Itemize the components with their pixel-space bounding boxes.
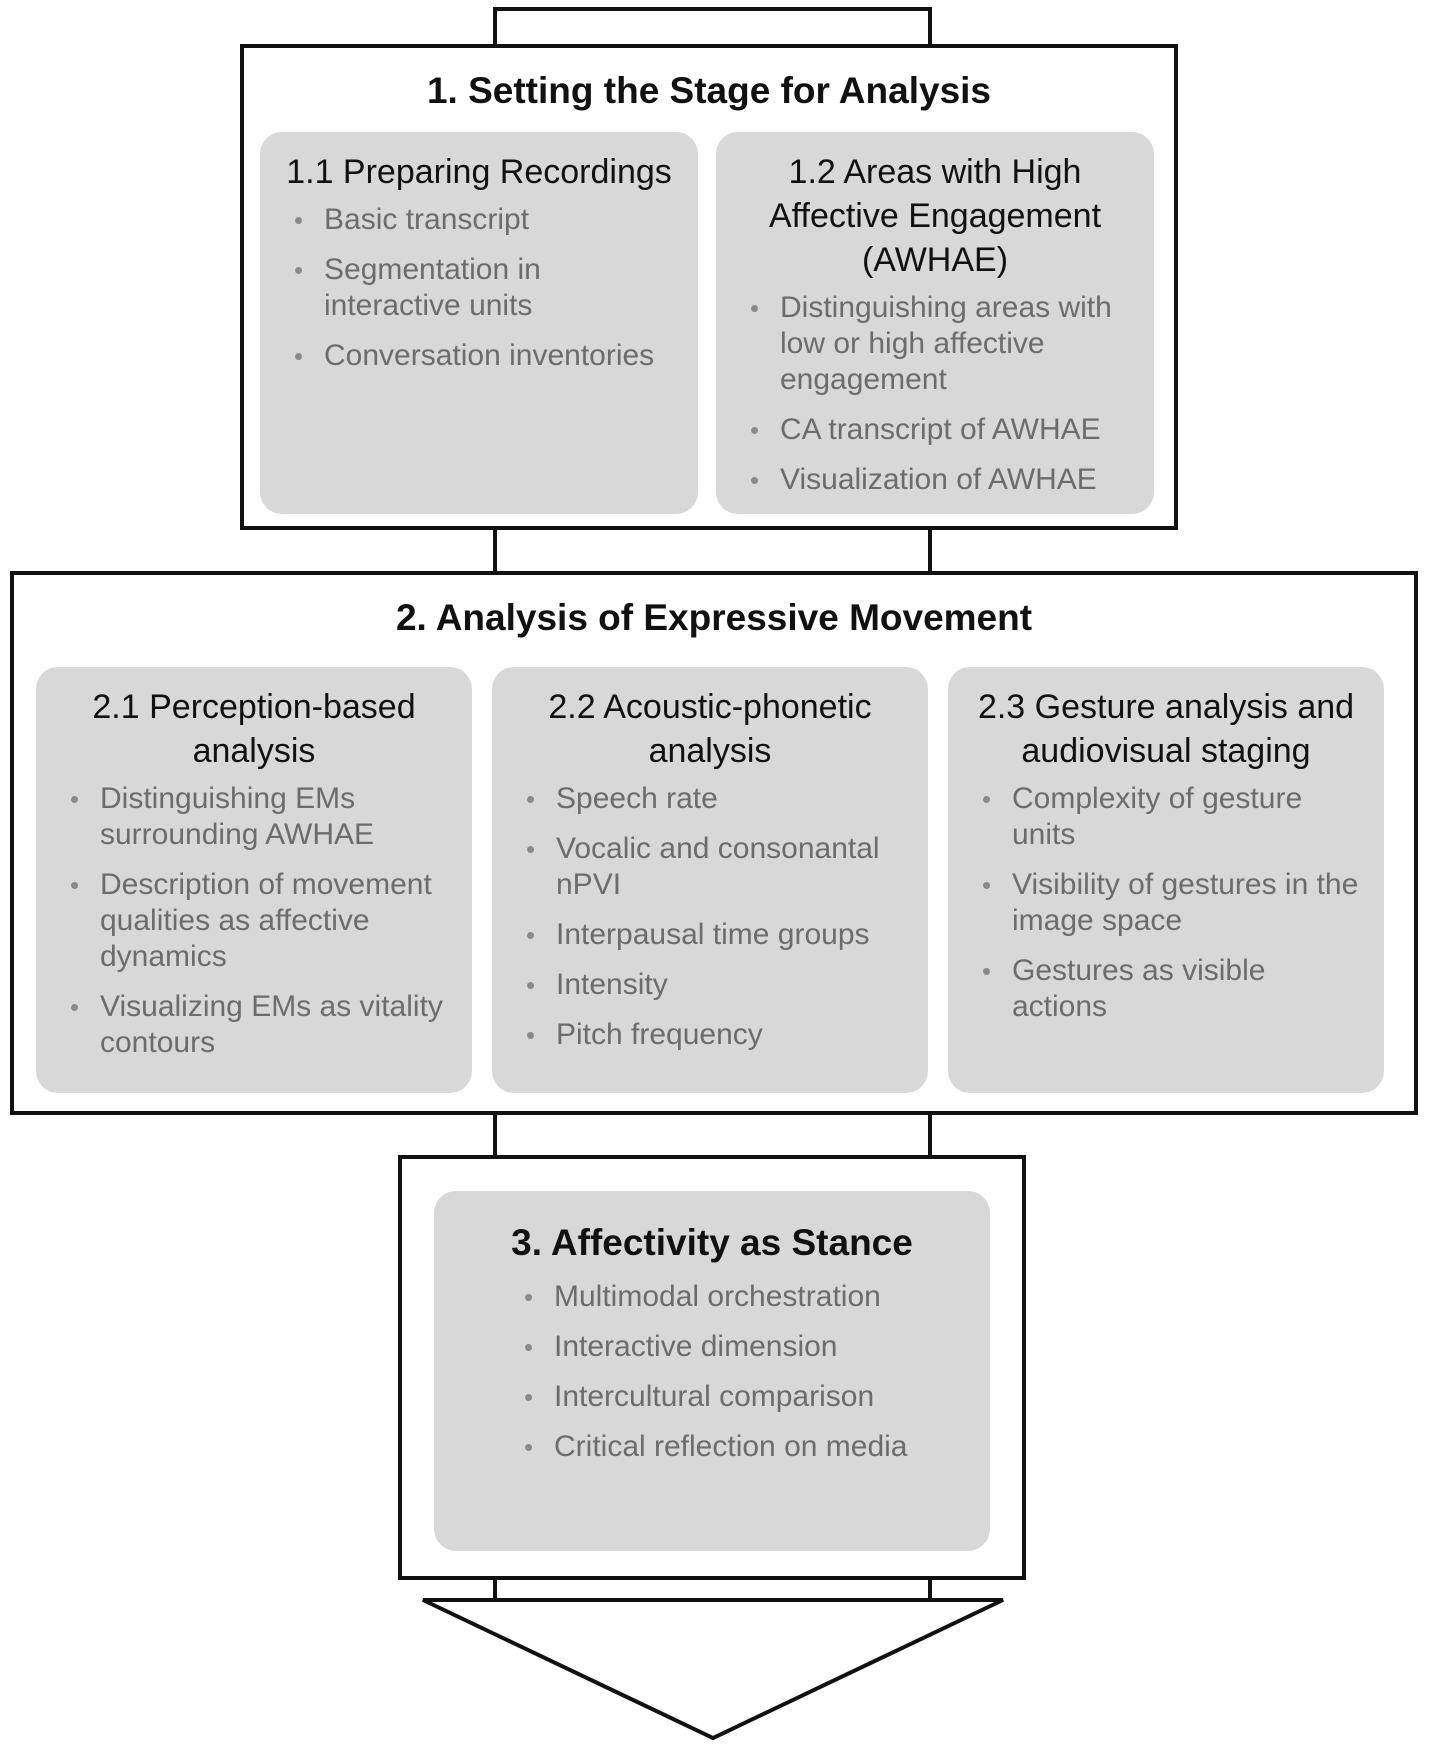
card-2-3-title: 2.3 Gesture analysis and audiovisual sta… xyxy=(977,688,1355,770)
card-2-2-list: •Speech rate •Vocalic and consonantal nP… xyxy=(512,781,908,1053)
card-1-2-title: 1.2 Areas with High Affective Engagement… xyxy=(768,153,1102,279)
bullet-dot-icon: • xyxy=(524,1282,534,1312)
list-item: •Intensity xyxy=(526,968,668,1001)
bullet-dot-icon: • xyxy=(526,970,536,1000)
bullet-dot-icon: • xyxy=(750,465,760,495)
card-2-3-list: •Complexity of gesture units •Visibility… xyxy=(968,781,1364,1025)
bullet-dot-icon: • xyxy=(982,784,992,814)
list-item: •Interpausal time groups xyxy=(526,918,870,951)
list-item: •Vocalic and consonantal nPVI xyxy=(526,832,880,901)
card-2-1: 2.1 Perception-based analysis •Distingui… xyxy=(36,667,472,1093)
card-3: 3. Affectivity as Stance •Multimodal orc… xyxy=(434,1191,990,1551)
bullet-dot-icon: • xyxy=(70,992,80,1022)
list-item: •Visualization of AWHAE xyxy=(750,463,1097,496)
bullet-dot-icon: • xyxy=(982,870,992,900)
list-item: •Segmentation in interactive units xyxy=(294,253,541,322)
bullet-dot-icon: • xyxy=(70,784,80,814)
list-item: •Complexity of gesture units xyxy=(982,782,1303,851)
bullet-dot-icon: • xyxy=(294,341,304,371)
stage-1-box: 1. Setting the Stage for Analysis 1.1 Pr… xyxy=(240,44,1178,530)
list-item: •Intercultural comparison xyxy=(524,1380,875,1413)
bullet-dot-icon: • xyxy=(982,956,992,986)
bullet-dot-icon: • xyxy=(294,255,304,285)
stage-1-title: 1. Setting the Stage for Analysis xyxy=(426,70,992,111)
bullet-dot-icon: • xyxy=(294,205,304,235)
list-item: •Visibility of gestures in the image spa… xyxy=(982,868,1359,937)
list-item: •Critical reflection on media xyxy=(524,1430,908,1463)
list-item: •Distinguishing EMs surrounding AWHAE xyxy=(70,782,375,851)
card-3-list: •Multimodal orchestration •Interactive d… xyxy=(454,1279,970,1465)
bullet-dot-icon: • xyxy=(524,1332,534,1362)
list-item: •Interactive dimension xyxy=(524,1330,838,1363)
list-item: •Distinguishing areas with low or high a… xyxy=(750,291,1112,396)
bullet-dot-icon: • xyxy=(524,1382,534,1412)
list-item: •Gestures as visible actions xyxy=(982,954,1266,1023)
list-item: •Conversation inventories xyxy=(294,339,655,372)
card-1-1-list: •Basic transcript •Segmentation in inter… xyxy=(280,202,678,374)
bullet-dot-icon: • xyxy=(526,1020,536,1050)
list-item: •Visualizing EMs as vitality contours xyxy=(70,990,443,1059)
list-item: •Description of movement qualities as af… xyxy=(70,868,432,973)
stage-2-title: 2. Analysis of Expressive Movement xyxy=(395,597,1033,638)
bullet-dot-icon: • xyxy=(524,1432,534,1462)
card-1-2-list: •Distinguishing areas with low or high a… xyxy=(736,290,1134,498)
list-item: •Speech rate xyxy=(526,782,718,815)
stage-2-box: 2. Analysis of Expressive Movement 2.1 P… xyxy=(10,571,1418,1115)
card-2-3: 2.3 Gesture analysis and audiovisual sta… xyxy=(948,667,1384,1093)
list-item: •Multimodal orchestration xyxy=(524,1280,881,1313)
card-1-2: 1.2 Areas with High Affective Engagement… xyxy=(716,132,1154,514)
stage-3-title: 3. Affectivity as Stance xyxy=(511,1222,913,1263)
bullet-dot-icon: • xyxy=(526,920,536,950)
card-2-2: 2.2 Acoustic-phonetic analysis •Speech r… xyxy=(492,667,928,1093)
card-2-1-list: •Distinguishing EMs surrounding AWHAE •D… xyxy=(56,781,452,1061)
top-connector xyxy=(493,7,932,44)
card-1-1-title: 1.1 Preparing Recordings xyxy=(286,153,672,191)
list-item: •Pitch frequency xyxy=(526,1018,763,1051)
list-item: •Basic transcript xyxy=(294,203,530,236)
bullet-dot-icon: • xyxy=(526,784,536,814)
bullet-dot-icon: • xyxy=(70,870,80,900)
card-2-1-title: 2.1 Perception-based analysis xyxy=(92,688,416,770)
bullet-dot-icon: • xyxy=(750,415,760,445)
down-arrow xyxy=(422,1598,1004,1741)
list-item: •CA transcript of AWHAE xyxy=(750,413,1101,446)
card-1-1: 1.1 Preparing Recordings •Basic transcri… xyxy=(260,132,698,514)
bullet-dot-icon: • xyxy=(750,293,760,323)
card-2-2-title: 2.2 Acoustic-phonetic analysis xyxy=(548,688,872,770)
stage-3-box: 3. Affectivity as Stance •Multimodal orc… xyxy=(398,1155,1026,1580)
bullet-dot-icon: • xyxy=(526,834,536,864)
